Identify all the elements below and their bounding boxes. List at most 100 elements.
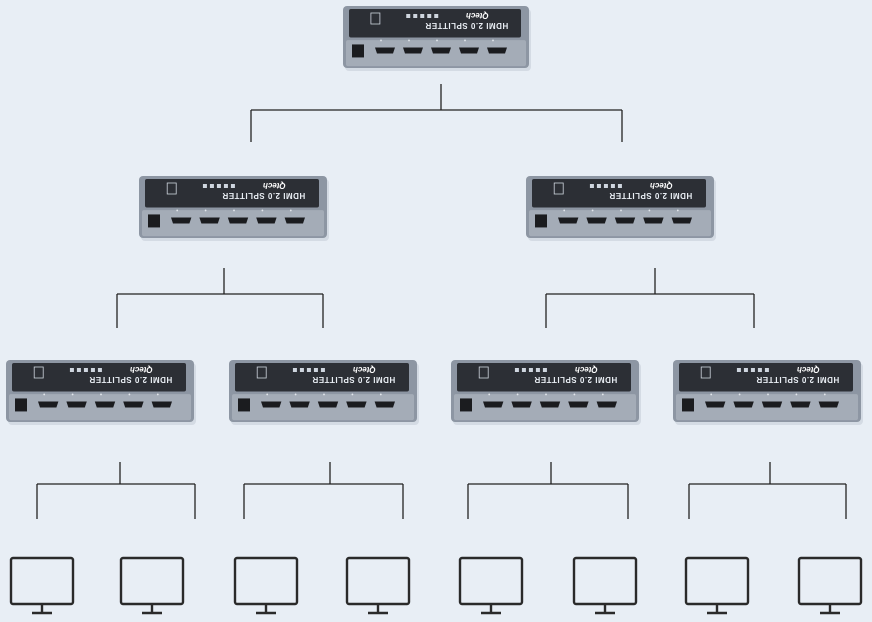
- hdmi-port-icon: [317, 401, 339, 408]
- hdmi-port-icon: [487, 47, 507, 54]
- port-marker: [294, 393, 297, 396]
- led-indicator: [320, 368, 325, 372]
- hdmi-port-icon: [539, 401, 561, 408]
- led-indicator: [313, 368, 318, 372]
- led-indicator: [202, 184, 207, 188]
- port-marker: [128, 393, 131, 396]
- monitor-screen: [684, 556, 750, 606]
- splitter-devices: [6, 6, 863, 425]
- hdmi-port-icon: [596, 401, 617, 408]
- monitor-icon: [458, 556, 524, 615]
- led-indicator: [521, 368, 526, 372]
- port-marker: [573, 393, 576, 396]
- power-port-icon: [148, 214, 160, 228]
- connector-fork: [116, 268, 324, 328]
- led-indicator: [299, 368, 304, 372]
- port-marker: [795, 393, 798, 396]
- port-marker: [289, 209, 292, 212]
- device-top-plate: [457, 363, 631, 392]
- led-indicator: [589, 184, 594, 188]
- hdmi-splitter: [343, 6, 531, 71]
- vent-icon: [478, 366, 489, 379]
- hdmi-port-icon: [123, 401, 144, 408]
- hdmi-port-icon: [289, 401, 310, 408]
- hdmi-splitter: [526, 176, 716, 241]
- led-indicator: [542, 368, 547, 372]
- hdmi-port-icon: [94, 401, 116, 408]
- port-marker: [710, 393, 713, 396]
- vent-icon: [166, 182, 177, 195]
- port-marker: [408, 39, 410, 42]
- port-marker: [545, 393, 547, 396]
- led-indicator: [406, 14, 411, 18]
- led-indicator: [69, 368, 74, 372]
- hdmi-port-icon: [558, 217, 579, 224]
- monitor-icon: [684, 556, 750, 615]
- monitor-icon: [9, 556, 75, 615]
- monitor-icon: [797, 556, 863, 615]
- device-top-plate: [12, 363, 186, 392]
- monitor-screen: [458, 556, 524, 606]
- monitor-screen: [233, 556, 299, 606]
- monitor-screen: [9, 556, 75, 606]
- monitor-screen: [119, 556, 185, 606]
- connector-fork: [545, 268, 755, 328]
- hdmi-port-icon: [643, 217, 664, 224]
- connector-fork: [243, 462, 404, 519]
- led-indicator: [209, 184, 214, 188]
- led-indicator: [750, 368, 755, 372]
- monitor-icon: [119, 556, 185, 615]
- hdmi-port-icon: [171, 217, 192, 224]
- led-indicator: [292, 368, 297, 372]
- led-indicator: [514, 368, 519, 372]
- port-marker: [176, 209, 179, 212]
- hdmi-port-icon: [66, 401, 87, 408]
- hdmi-port-icon: [151, 401, 172, 408]
- led-indicator: [736, 368, 741, 372]
- device-top-plate: [145, 179, 319, 208]
- port-marker: [323, 393, 325, 396]
- monitor-icon: [572, 556, 638, 615]
- led-indicator: [216, 184, 221, 188]
- hdmi-port-icon: [256, 217, 277, 224]
- port-marker: [261, 209, 264, 212]
- port-marker: [43, 393, 46, 396]
- hdmi-port-icon: [199, 217, 220, 224]
- power-port-icon: [682, 398, 694, 412]
- led-indicator: [97, 368, 102, 372]
- led-indicator: [603, 184, 608, 188]
- led-indicator: [83, 368, 88, 372]
- port-marker: [488, 393, 491, 396]
- display-monitors: [9, 556, 863, 615]
- port-marker: [676, 209, 679, 212]
- port-marker: [464, 39, 466, 42]
- port-marker: [100, 393, 102, 396]
- led-indicator: [90, 368, 95, 372]
- hdmi-port-icon: [568, 401, 589, 408]
- port-marker: [351, 393, 354, 396]
- port-marker: [648, 209, 651, 212]
- vent-icon: [700, 366, 711, 379]
- hdmi-port-icon: [375, 47, 395, 54]
- port-marker: [563, 209, 566, 212]
- led-indicator: [420, 14, 425, 18]
- power-port-icon: [238, 398, 250, 412]
- port-marker: [767, 393, 769, 396]
- port-marker: [71, 393, 74, 396]
- vent-icon: [33, 366, 44, 379]
- hdmi-port-icon: [374, 401, 395, 408]
- hdmi-splitter: [673, 360, 863, 425]
- connector-fork: [250, 84, 623, 142]
- port-marker: [738, 393, 741, 396]
- hdmi-port-icon: [790, 401, 811, 408]
- connector-fork: [688, 462, 847, 519]
- led-indicator: [230, 184, 235, 188]
- hdmi-port-icon: [818, 401, 839, 408]
- port-marker: [156, 393, 159, 396]
- led-indicator: [427, 14, 432, 18]
- monitor-screen: [345, 556, 411, 606]
- led-indicator: [596, 184, 601, 188]
- port-marker: [492, 39, 494, 42]
- monitor-screen: [572, 556, 638, 606]
